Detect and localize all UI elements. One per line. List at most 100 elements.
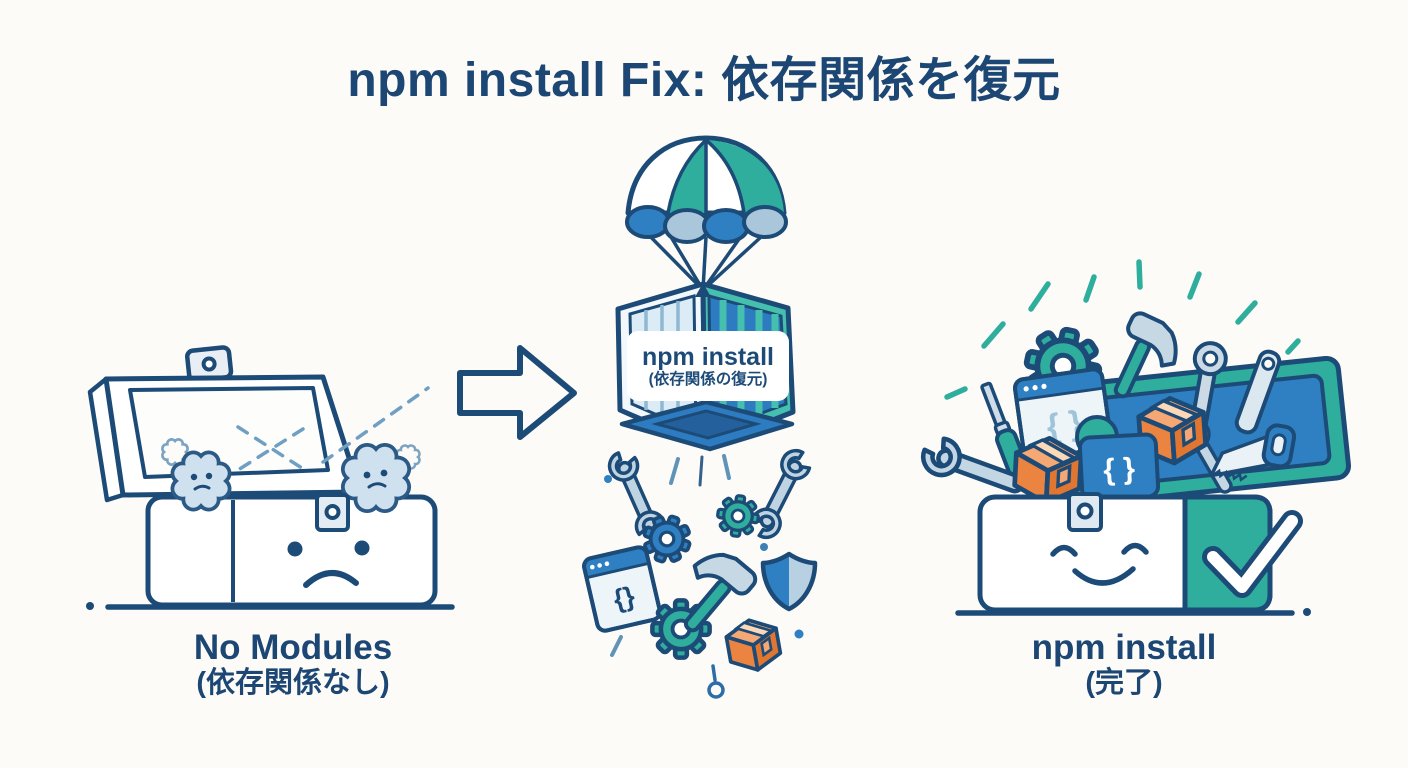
code-window-icon: { } — [1013, 367, 1113, 461]
cobweb-dash-line — [236, 427, 305, 472]
npm-install-package-label: npm install (依存関係の復元) — [627, 331, 789, 401]
parachute-seam — [666, 138, 708, 214]
right-caption-line2: (完了) — [1085, 667, 1163, 700]
checkmark-fill — [1207, 515, 1298, 593]
left-caption-line2: (依存関係なし) — [196, 667, 390, 700]
sparkle-rays — [944, 259, 1301, 400]
window-dot — [604, 561, 610, 567]
dust-bunny-eye — [380, 469, 388, 477]
speed-dash — [698, 455, 704, 487]
bubble-dot — [794, 629, 804, 639]
saw-icon — [1209, 423, 1297, 482]
page-title: npm install Fix: 依存関係を復元 — [347, 54, 1061, 107]
parachute-scallops — [625, 205, 788, 244]
dust-bunny-eye — [205, 472, 213, 480]
code-window-outline — [582, 545, 662, 633]
window-dot — [1023, 386, 1029, 392]
full-toolbox-scene: { } { } — [911, 259, 1352, 616]
dust-bunny-faces — [190, 469, 388, 491]
parachute-rope — [666, 231, 705, 291]
shield-icon — [760, 551, 818, 612]
window-dot — [1032, 385, 1038, 391]
driver-tool-icon — [1234, 349, 1282, 435]
parachute-scallop — [742, 205, 788, 239]
bubble-ring — [707, 681, 725, 699]
dust-bunny-frown — [367, 482, 387, 489]
right-caption-line1: npm install — [1031, 628, 1217, 667]
saw-teeth — [1212, 468, 1248, 482]
parachute-seam — [704, 138, 746, 214]
rope-knot — [695, 283, 711, 297]
code-window-titlebar — [1015, 369, 1104, 401]
motion-marks — [604, 454, 804, 699]
shield-highlight — [789, 554, 815, 609]
parachute-panel-teal — [668, 140, 706, 213]
sparkle-ray — [981, 321, 1006, 349]
shield-outline — [760, 551, 818, 612]
cobweb-dash-line — [236, 425, 310, 474]
code-window-titlebar — [584, 547, 649, 578]
sparkle-ray — [1083, 274, 1097, 303]
code-window-divider — [586, 561, 650, 580]
happy-face-eye — [1050, 544, 1078, 557]
happy-face-smile — [1072, 566, 1136, 586]
happy-face-eye — [1121, 542, 1149, 555]
saw-handle-hole — [1270, 433, 1287, 457]
cobweb-dash-curve — [321, 386, 430, 464]
gear-icon — [713, 491, 763, 541]
driver-hole — [1261, 356, 1276, 371]
sparkle-ray — [1028, 281, 1051, 312]
driver-body — [1234, 349, 1282, 435]
sparkle-ray — [1136, 259, 1143, 290]
code-window-divider — [1016, 386, 1104, 402]
dust-bunny-frown — [193, 484, 211, 491]
window-dot — [590, 564, 595, 570]
bubble-dot — [604, 475, 612, 483]
package-box-icon — [722, 614, 785, 677]
spanner-ring-hole — [1202, 350, 1219, 367]
ground-dot-left — [86, 602, 94, 610]
sparkle-ray — [1187, 271, 1202, 300]
parachute-drop-scene: {} — [582, 135, 821, 699]
sparkle-ray — [1235, 300, 1258, 325]
transform-arrow — [457, 345, 577, 440]
parachute-panel-teal — [706, 140, 784, 213]
sparkle-ray — [1285, 338, 1301, 355]
code-braces-glyph: { } — [1102, 452, 1136, 487]
window-dot — [597, 563, 602, 568]
checkmark-icon — [1202, 510, 1303, 598]
package-label-command: npm install — [642, 342, 774, 371]
bubble-dot — [760, 543, 768, 551]
code-window-icon: {} — [582, 545, 662, 633]
sparkle-ray — [944, 386, 968, 400]
toolbox-lid-tab — [184, 345, 234, 383]
parachute-rope — [701, 236, 708, 291]
cobweb-dashes — [236, 386, 430, 474]
speed-dash — [722, 454, 731, 480]
ground-dot-right — [1303, 608, 1311, 616]
toolbox-clasp-rivet — [1076, 502, 1094, 520]
happy-face — [1050, 542, 1149, 586]
sad-face-frown — [303, 570, 359, 588]
crate-underside-inner — [651, 409, 762, 440]
sad-face-eye — [354, 540, 370, 556]
sad-face — [287, 540, 370, 588]
bubble-stem — [711, 664, 717, 682]
left-scene-caption: No Modules (依存関係なし) — [194, 628, 392, 700]
parachute-seams — [666, 138, 746, 214]
left-caption-line1: No Modules — [193, 628, 393, 667]
empty-toolbox-scene — [86, 345, 455, 610]
window-dot — [1041, 383, 1047, 389]
speed-dash — [669, 457, 680, 485]
dust-bunny-eye — [190, 473, 198, 481]
dust-bunny-eye — [363, 471, 371, 479]
speed-dash — [610, 635, 623, 657]
sad-face-eye — [287, 541, 303, 557]
package-label-subtitle: (依存関係の復元) — [648, 371, 768, 389]
right-scene-caption: npm install (完了) — [1032, 628, 1217, 700]
code-block-icon: { } — [1077, 432, 1161, 502]
parachute-scallop — [702, 208, 750, 244]
parachute-scallop — [625, 205, 671, 239]
